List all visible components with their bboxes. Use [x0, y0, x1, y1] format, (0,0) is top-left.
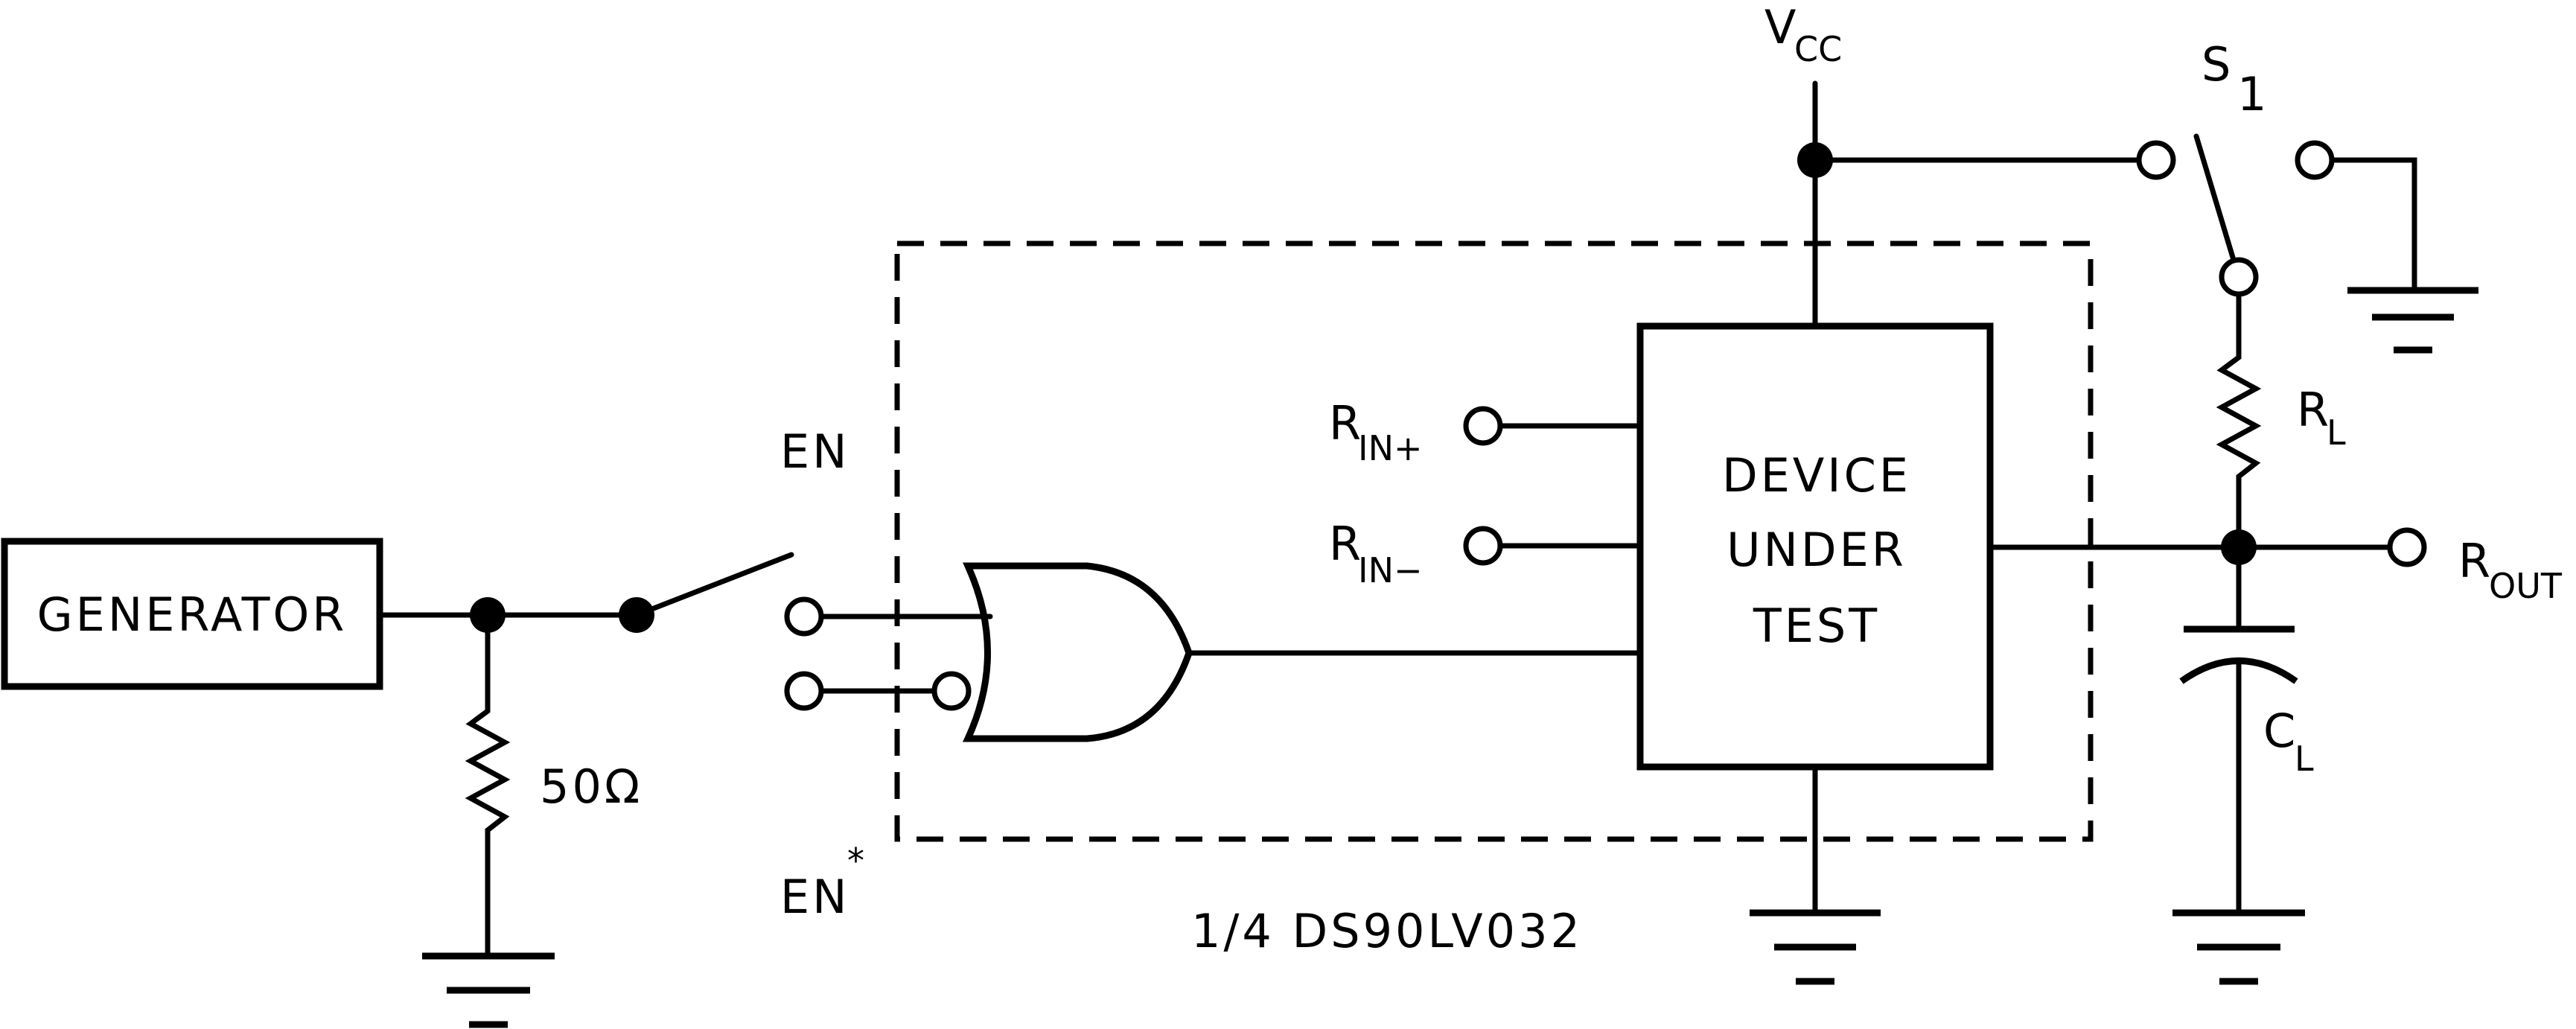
- rin-plus-pin: [1463, 406, 1503, 446]
- rout-subscript: OUT: [2489, 566, 2563, 606]
- rl-subscript: L: [2327, 412, 2346, 453]
- en-switch-blade: [634, 552, 794, 618]
- s1-switch-blade: [2193, 133, 2237, 263]
- dut-label-line3: TEST: [1753, 599, 1880, 653]
- s1-ground-wire: [2329, 157, 2417, 292]
- package-outline-dashed: [894, 240, 2094, 842]
- vcc-label: V: [1764, 0, 1799, 54]
- vcc-subscript: CC: [1794, 29, 1842, 69]
- s1-contact-ground: [2295, 140, 2335, 180]
- s1-subscript: 1: [2237, 67, 2269, 121]
- cl-subscript: L: [2295, 739, 2314, 779]
- inverting-input-bubble: [931, 671, 972, 711]
- rl-label: R: [2297, 383, 2332, 437]
- en-star-label: EN: [780, 870, 850, 924]
- en-star-superscript: *: [847, 841, 864, 881]
- rin-plus-label: R: [1329, 396, 1364, 450]
- rin-minus-label: R: [1329, 517, 1364, 571]
- ground-symbol-resistor: [422, 952, 555, 1028]
- or-gate: [962, 562, 1193, 742]
- ground-symbol-s1: [2347, 287, 2478, 354]
- generator-label: GENERATOR: [37, 587, 348, 642]
- s1-common-contact: [2219, 257, 2259, 297]
- cl-label: C: [2263, 704, 2298, 758]
- en-switch-contact: [784, 596, 824, 637]
- ground-symbol-cl: [2172, 909, 2305, 985]
- dut-label-line1: DEVICE: [1722, 448, 1911, 503]
- s1-label: S: [2202, 37, 2234, 92]
- rout-pin: [2387, 527, 2427, 567]
- en-label: EN: [780, 424, 850, 479]
- en-star-switch-contact: [784, 671, 824, 711]
- resistor-50-ohm-label: 50Ω: [540, 759, 643, 814]
- rout-label: R: [2458, 534, 2493, 588]
- package-label: 1/4 DS90LV032: [1191, 904, 1583, 958]
- rin-minus-subscript: IN−: [1358, 550, 1423, 590]
- rin-minus-pin: [1463, 526, 1503, 566]
- rin-plus-subscript: IN+: [1358, 428, 1423, 468]
- load-resistor-rl: [2216, 291, 2262, 550]
- s1-contact-vcc: [2136, 140, 2176, 180]
- ground-symbol-dut: [1750, 909, 1881, 985]
- resistor-50-ohm: [465, 612, 511, 956]
- dut-label-line2: UNDER: [1727, 523, 1907, 577]
